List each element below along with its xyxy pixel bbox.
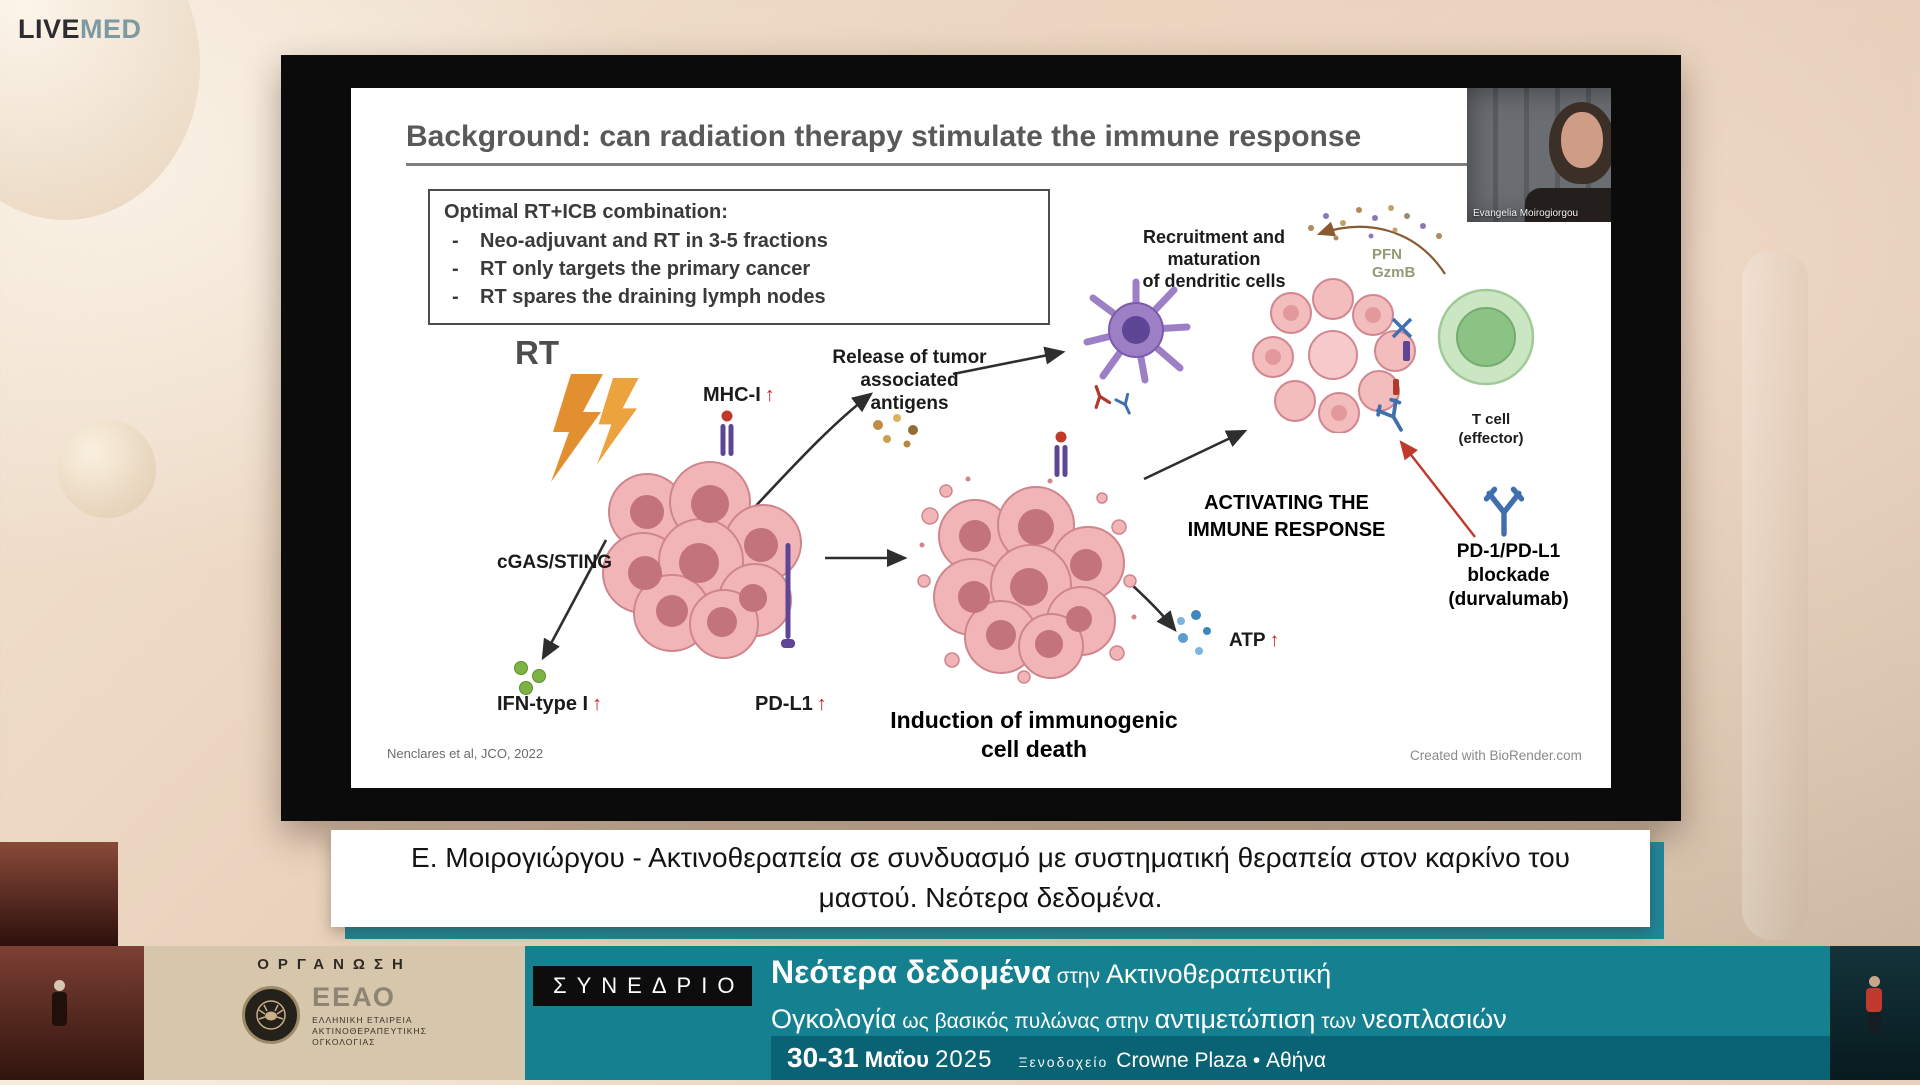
pdl1-label: PD-L1↑ bbox=[755, 693, 827, 715]
background-art-shape bbox=[1742, 250, 1808, 940]
livemed-logo: LIVEMED bbox=[18, 14, 142, 45]
optimal-box-item: RT only targets the primary cancer bbox=[444, 255, 1034, 283]
conference-title: Νεότερα δεδομένα στην Ακτινοθεραπευτική … bbox=[771, 954, 1507, 1034]
eeao-text-block: ΕΕΑΟ ΕΛΛΗΝΙΚΗ ΕΤΑΙΡΕΙΑ ΑΚΤΙΝΟΘΕΡΑΠΕΥΤΙΚΗ… bbox=[312, 982, 427, 1048]
pfn-gzmb-arc bbox=[1316, 221, 1446, 275]
antibody-icon-blue bbox=[1376, 397, 1403, 432]
mhc1-receptor-icon-dying-cell bbox=[1054, 431, 1068, 477]
antibody-icon-red bbox=[1094, 385, 1112, 409]
rt-label: RT bbox=[515, 334, 559, 371]
footer-conference-info: ΣΥΝΕΔΡΙΟ Νεότερα δεδομένα στην Ακτινοθερ… bbox=[525, 946, 1830, 1080]
mhc1-label: MHC-I↑ bbox=[703, 384, 775, 406]
footer-organization-panel: ΟΡΓΑΝΩΣΗ ΕΕΑΟ ΕΛΛΗΝΙΚΗ ΕΤΑΙΡΕΙΑ ΑΚΤΙΝΟΘΕ… bbox=[144, 946, 525, 1080]
eeao-acronym: ΕΕΑΟ bbox=[312, 982, 396, 1012]
lightning-bolts-icon bbox=[551, 374, 639, 482]
caption-line-1: Ε. Μοιρογιώργου - Ακτινοθεραπεία σε συνδ… bbox=[411, 842, 1570, 873]
optimal-box-item: RT spares the draining lymph nodes bbox=[444, 283, 1034, 311]
tumor-cell-cluster-dying bbox=[917, 476, 1137, 684]
ifn-label: IFN-type I↑ bbox=[497, 693, 603, 715]
cgas-sting-label: cGAS/STING bbox=[497, 552, 613, 573]
dendritic-cell bbox=[1083, 278, 1191, 384]
eeao-subtitle: ΕΛΛΗΝΙΚΗ ΕΤΑΙΡΕΙΑ ΑΚΤΙΝΟΘΕΡΑΠΕΥΤΙΚΗΣ ΟΓΚ… bbox=[312, 1015, 427, 1047]
t-cell bbox=[1437, 288, 1535, 386]
background-balloon-small bbox=[58, 420, 156, 518]
conference-badge: ΣΥΝΕΔΡΙΟ bbox=[533, 966, 753, 1006]
tcell-label: T cell(effector) bbox=[1458, 411, 1524, 447]
antibody-icon-durvalumab bbox=[1483, 486, 1525, 537]
conference-dates: 30-31 bbox=[787, 1042, 859, 1073]
ifn-dots bbox=[514, 661, 546, 695]
cell-fragments bbox=[917, 484, 1137, 684]
footer-photo-left bbox=[0, 946, 144, 1080]
pdl1-receptor-icon bbox=[781, 543, 795, 648]
footer-photo-right bbox=[1830, 946, 1920, 1080]
venue-name: Crowne Plaza • Αθήνα bbox=[1116, 1049, 1327, 1072]
crab-icon bbox=[256, 1000, 286, 1030]
person-silhouette-left bbox=[52, 980, 67, 1026]
diagram-arrows-overlay bbox=[514, 205, 1476, 695]
optimal-box-list: Neo-adjuvant and RT in 3-5 fractions RT … bbox=[444, 227, 1034, 311]
caption-line-2: μαστού. Νεότερα δεδομένα. bbox=[818, 882, 1163, 913]
biorender-credit: Created with BioRender.com bbox=[1410, 748, 1582, 763]
speaker-webcam-video[interactable]: Evangelia Moirogiorgou bbox=[1467, 88, 1611, 222]
optimal-box-heading: Optimal RT+ICB combination: bbox=[444, 201, 728, 223]
organization-label: ΟΡΓΑΝΩΣΗ bbox=[257, 956, 412, 973]
background-art-left bbox=[0, 842, 118, 948]
caption-text-box: Ε. Μοιρογιώργου - Ακτινοθεραπεία σε συνδ… bbox=[331, 830, 1650, 927]
atp-dots bbox=[1177, 610, 1211, 655]
immune-cell-cluster bbox=[1252, 278, 1416, 433]
eeao-emblem-logo bbox=[242, 986, 301, 1044]
diagram-arrows bbox=[541, 346, 1248, 661]
cytokine-specks bbox=[1308, 205, 1442, 241]
caption-banner: Ε. Μοιρογιώργου - Ακτινοθεραπεία σε συνδ… bbox=[331, 830, 1664, 939]
mhc1-receptor-icon bbox=[720, 410, 734, 456]
venue-prefix: Ξενοδοχείο bbox=[1018, 1054, 1109, 1070]
conference-footer-bar: ΟΡΓΑΝΩΣΗ ΕΕΑΟ ΕΛΛΗΝΙΚΗ ΕΤΑΙΡΕΙΑ ΑΚΤΙΝΟΘΕ… bbox=[0, 946, 1920, 1080]
antigen-dots bbox=[873, 414, 918, 448]
slide-content: Background: can radiation therapy stimul… bbox=[351, 88, 1611, 788]
livemed-logo-live: LIVE bbox=[18, 14, 81, 44]
speaker-body bbox=[1525, 188, 1611, 222]
antibody-icon-small-blue bbox=[1114, 392, 1131, 415]
blockade-arrow bbox=[1399, 440, 1476, 538]
presentation-slide-frame: Background: can radiation therapy stimul… bbox=[281, 55, 1681, 821]
slide-citation: Nenclares et al, JCO, 2022 bbox=[387, 746, 544, 761]
conference-title-strong: Νεότερα δεδομένα bbox=[771, 954, 1051, 990]
atp-label: ATP↑ bbox=[1229, 630, 1280, 651]
speaker-face bbox=[1561, 112, 1603, 168]
tumor-cell-cluster-primary bbox=[602, 461, 802, 659]
speaker-name-label: Evangelia Moirogiorgou bbox=[1473, 208, 1579, 219]
optimal-box-item: Neo-adjuvant and RT in 3-5 fractions bbox=[444, 227, 1034, 255]
livemed-logo-med: MED bbox=[80, 14, 142, 44]
optimal-combination-box: Optimal RT+ICB combination: Neo-adjuvant… bbox=[428, 189, 1050, 325]
slide-title: Background: can radiation therapy stimul… bbox=[406, 120, 1491, 166]
person-silhouette-right bbox=[1866, 976, 1882, 1034]
